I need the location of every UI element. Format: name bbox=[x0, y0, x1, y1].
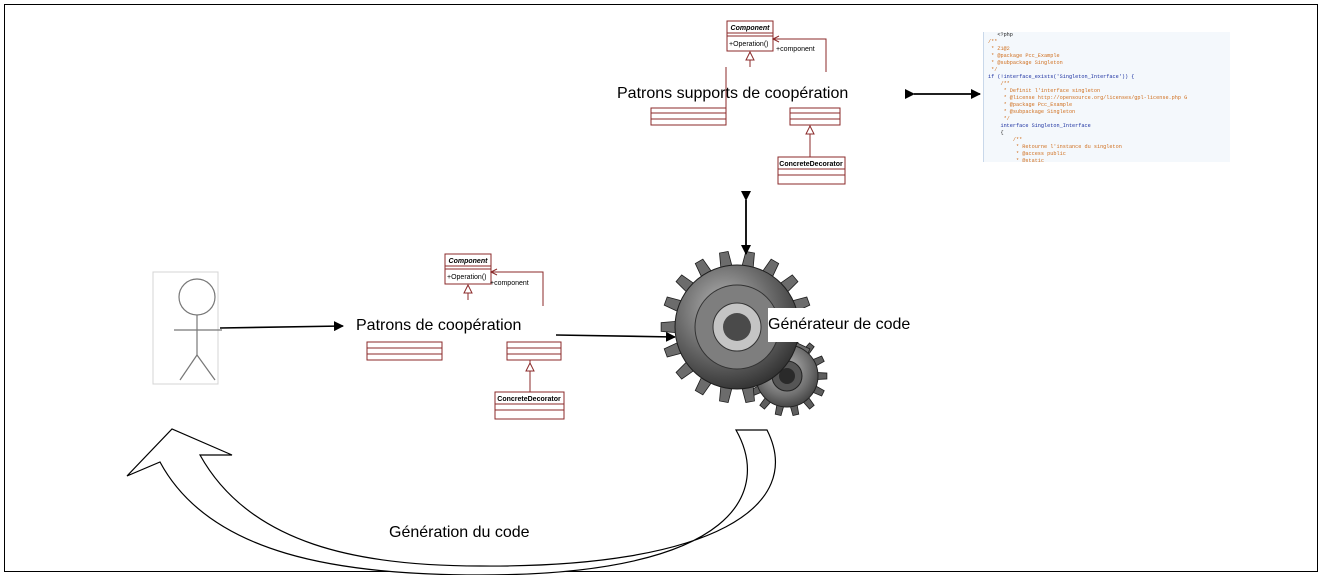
label-code-generation: Génération du code bbox=[389, 524, 530, 541]
code-line: * Retourne l'instance du singleton bbox=[988, 144, 1122, 150]
code-line: <?php bbox=[988, 32, 1013, 38]
arrow-actor-to-patterns bbox=[219, 321, 344, 332]
label-code-generator: Générateur de code bbox=[768, 316, 911, 333]
code-line: interface Singleton_Interface bbox=[988, 123, 1091, 129]
gear-icon bbox=[674, 264, 819, 408]
uml-top: Component +Operation() +component Concre… bbox=[650, 20, 846, 185]
uml-middle: Component +Operation() +component Concre… bbox=[366, 253, 565, 420]
code-text: <?php/** * Z1@2 * @package Pcc_Example *… bbox=[984, 32, 1230, 162]
code-line: /** bbox=[988, 137, 1023, 143]
code-line: * @subpackage Singleton bbox=[988, 109, 1076, 115]
uml-mid-component-title: Component bbox=[449, 258, 489, 265]
code-line: * Z1@2 bbox=[988, 46, 1010, 52]
arrow-patterns-to-generator bbox=[555, 331, 676, 342]
uml-top-operation: +Operation() bbox=[729, 41, 769, 48]
uml-mid-association-label: +component bbox=[490, 280, 529, 287]
code-line: * @static bbox=[988, 158, 1045, 162]
code-line: if (!interface_exists('Singleton_Interfa… bbox=[988, 74, 1135, 80]
code-line: */ bbox=[988, 67, 998, 73]
code-line: * Definit l'interface singleton bbox=[988, 88, 1101, 94]
label-cooperation-patterns: Patrons de coopération bbox=[356, 317, 522, 335]
uml-top-association-label: +component bbox=[776, 46, 815, 53]
code-line: * @package Pcc_Example bbox=[988, 102, 1073, 108]
uml-top-concrete-decorator: ConcreteDecorator bbox=[779, 161, 843, 168]
uml-mid-concrete-decorator: ConcreteDecorator bbox=[497, 396, 561, 403]
code-line: * @access public bbox=[988, 151, 1066, 157]
code-line: { bbox=[988, 130, 1004, 136]
generation-loop-arrow bbox=[126, 428, 776, 575]
code-line: /** bbox=[988, 39, 998, 45]
uml-top-component-title: Component bbox=[731, 25, 771, 32]
code-line: * @license http://opensource.org/license… bbox=[988, 95, 1188, 101]
code-line: /** bbox=[988, 81, 1010, 87]
generator-label-bg bbox=[768, 308, 940, 342]
code-line: */ bbox=[988, 116, 1010, 122]
code-snippet: <?php/** * Z1@2 * @package Pcc_Example *… bbox=[983, 32, 1230, 162]
label-support-patterns: Patrons supports de coopération bbox=[617, 85, 849, 102]
actor-icon bbox=[152, 271, 222, 385]
uml-mid-operation: +Operation() bbox=[447, 274, 487, 281]
code-line: * @package Pcc_Example bbox=[988, 53, 1060, 59]
code-line: * @subpackage Singleton bbox=[988, 60, 1063, 66]
